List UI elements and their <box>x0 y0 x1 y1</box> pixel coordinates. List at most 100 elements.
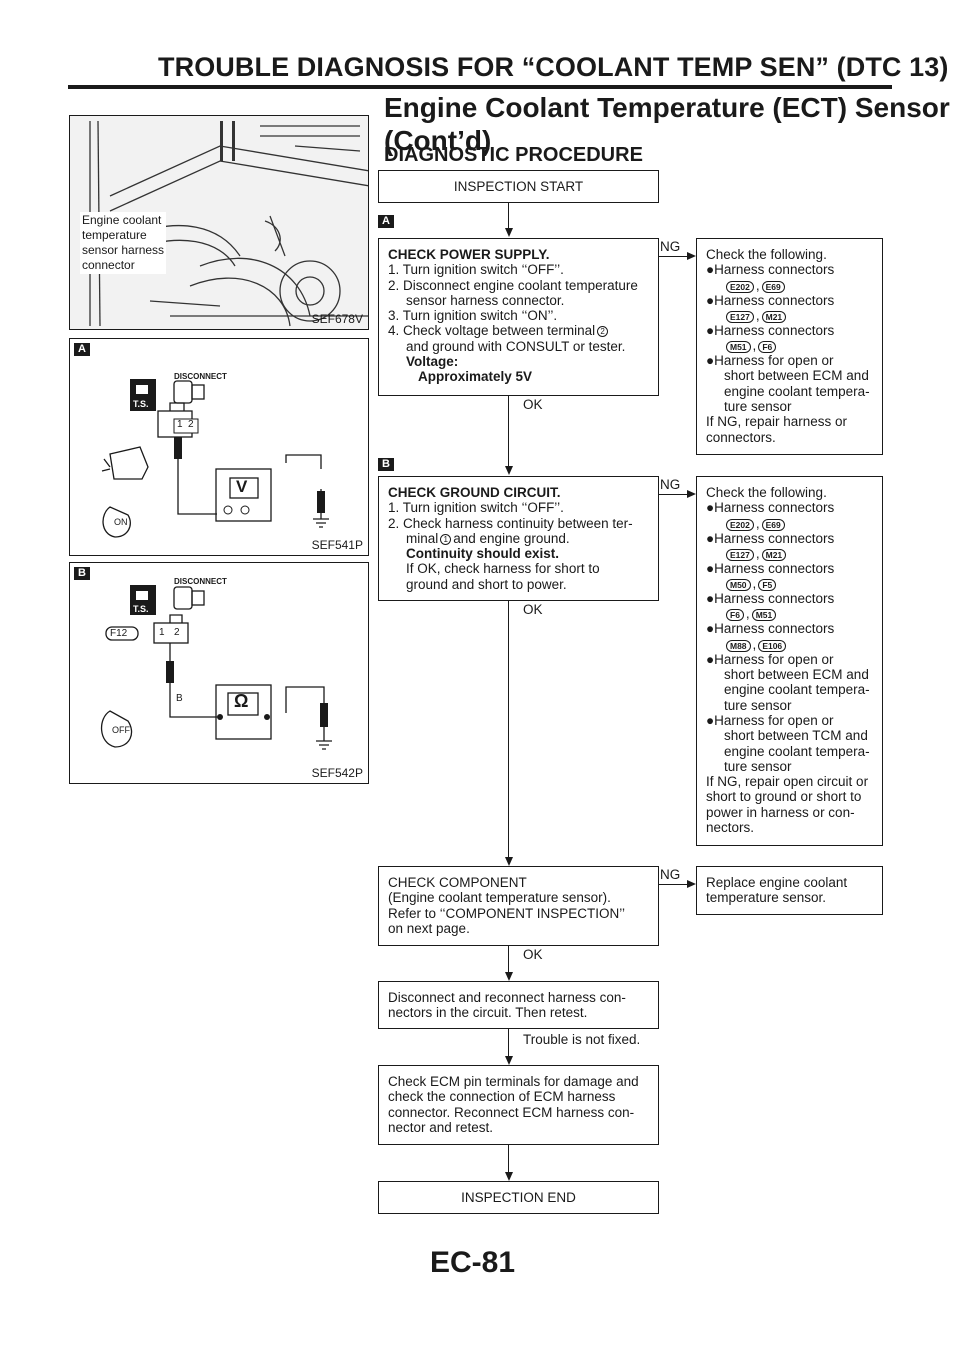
figure-continuity-check: B DISCONNECT T.S. F12 1 2 B Ω OFF SEF542… <box>69 562 369 784</box>
connector-tag: E202 <box>726 280 754 293</box>
connector-tag: M50 <box>726 579 751 592</box>
ok-label: OK <box>523 602 543 617</box>
connector-line <box>508 1145 510 1172</box>
step1-line4b: and ground with CONSULT or tester. <box>406 338 626 354</box>
disconnect-label: DISCONNECT <box>174 372 227 381</box>
ng-label: NG <box>660 867 681 882</box>
connector-tag: F6 <box>758 341 777 354</box>
arrow-down <box>505 1056 513 1065</box>
section-title-line1: Engine Coolant Temperature (ECT) Sensor <box>384 92 950 123</box>
step-check-component: CHECK COMPONENT (Engine coolant temperat… <box>378 866 659 946</box>
page-number: EC-81 <box>430 1246 516 1279</box>
step2-title: CHECK GROUND CIRCUIT. <box>388 485 561 500</box>
connector-line <box>659 494 687 496</box>
disconnect-label: DISCONNECT <box>174 577 227 586</box>
step2-line3: If OK, check harness for short to <box>406 561 600 577</box>
terminal-number: 1 <box>440 533 452 545</box>
connector-line <box>508 601 510 857</box>
ts-label: T.S. <box>133 399 149 409</box>
ok-label: OK <box>523 947 543 962</box>
connector-tag: M21 <box>761 548 787 561</box>
connector-tag: F6 <box>726 609 744 622</box>
arrow-down <box>505 228 513 237</box>
trouble-not-fixed-label: Trouble is not fixed. <box>523 1032 641 1047</box>
connector-tag: M51 <box>751 609 777 622</box>
figure-voltage-check: A DISCONNECT T.S. 1 2 V ON SEF541P <box>69 338 369 556</box>
arrow-right <box>687 880 696 888</box>
pin-2-label: 2 <box>174 627 180 638</box>
voltage-check-diagram <box>101 379 329 538</box>
ng-label: NG <box>660 239 681 254</box>
connector-tag: F5 <box>758 579 777 592</box>
connector-tag: E69 <box>761 280 785 293</box>
step1-line1: 1. Turn ignition switch ‘‘OFF’’. <box>388 262 564 278</box>
ng1-item-3: ●Harness connectors <box>706 322 835 338</box>
voltage-label: Voltage: <box>406 354 459 370</box>
connector-line <box>508 946 510 972</box>
arrow-right <box>687 252 696 260</box>
sensor-connector-callout: Engine coolant temperature sensor harnes… <box>80 212 167 274</box>
arrow-down <box>505 857 513 866</box>
step-check-power-supply: CHECK POWER SUPPLY. 1. Turn ignition swi… <box>378 238 659 396</box>
section-title: Engine Coolant Temperature (ECT) Sensor … <box>384 91 950 157</box>
inspection-start-box: INSPECTION START <box>378 170 659 203</box>
continuity-requirement: Continuity should exist. <box>406 546 560 562</box>
connector-f12-label: F12 <box>110 628 128 639</box>
ignition-key-off-label: OFF <box>112 725 130 735</box>
connector-line <box>508 396 510 466</box>
ng-check-following-2: Check the following. ●Harness connectors… <box>696 476 883 846</box>
header-rule <box>68 85 892 89</box>
arrow-down <box>505 1172 513 1181</box>
ng1-extra-2: short between ECM and <box>724 368 869 384</box>
ng1-head: Check the following. <box>706 247 827 262</box>
ng-replace-sensor: Replace engine coolant temperature senso… <box>696 866 883 915</box>
step1-line2: 2. Disconnect engine coolant temperature <box>388 277 638 293</box>
pin-2-label: 2 <box>188 419 194 430</box>
connector-line <box>659 256 687 258</box>
voltmeter-label: V <box>236 477 248 496</box>
arrow-down <box>505 972 513 981</box>
connector-tag: M88 <box>726 639 751 652</box>
figure-badge-b: B <box>74 567 90 580</box>
step1-line2b: sensor harness connector. <box>406 292 565 308</box>
ng1-extra-1: ●Harness for open or <box>706 353 834 369</box>
wire-color-label: B <box>176 693 183 704</box>
connector-tag: E202 <box>726 518 754 531</box>
figure-code: SEF542P <box>311 766 363 780</box>
connector-line <box>508 203 510 228</box>
connector-line <box>508 1029 510 1056</box>
ng-check-following-1: Check the following. ●Harness connectors… <box>696 238 883 455</box>
step-reconnect-harness: Disconnect and reconnect harness con- ne… <box>378 981 659 1029</box>
step1-line3: 3. Turn ignition switch ‘‘ON’’. <box>388 308 558 324</box>
figure-sensor-location: Engine coolant temperature sensor harnes… <box>69 115 369 330</box>
pin-1-label: 1 <box>177 419 183 430</box>
procedure-title: DIAGNOSTIC PROCEDURE <box>384 144 643 166</box>
header-title: TROUBLE DIAGNOSIS FOR “COOLANT TEMP SEN”… <box>158 52 949 82</box>
connector-tag: M51 <box>726 341 751 354</box>
arrow-down <box>505 466 513 475</box>
section-title-line2: (Cont’d) <box>384 125 492 156</box>
ts-label: T.S. <box>133 604 149 614</box>
step1-title: CHECK POWER SUPPLY. <box>388 247 550 262</box>
pin-1-label: 1 <box>159 627 165 638</box>
connector-line <box>659 884 687 886</box>
connector-tag: M21 <box>761 310 787 323</box>
step-badge-b: B <box>378 458 394 471</box>
step-check-ecm-terminals: Check ECM pin terminals for damage and c… <box>378 1065 659 1145</box>
figure-code: SEF678V <box>311 312 363 326</box>
ng-label: NG <box>660 477 681 492</box>
ng1-tail-1: If NG, repair harness or <box>706 414 848 430</box>
ok-label: OK <box>523 397 543 412</box>
ignition-key-on-label: ON <box>114 517 128 527</box>
connector-tag: E127 <box>726 310 754 323</box>
figure-badge-a: A <box>74 343 90 356</box>
connector-tag: E106 <box>758 639 787 652</box>
inspection-end-box: INSPECTION END <box>378 1181 659 1214</box>
step-check-ground-circuit: CHECK GROUND CIRCUIT. 1. Turn ignition s… <box>378 476 659 601</box>
voltage-value: Approximately 5V <box>418 369 533 385</box>
step2-line2: 2. Check harness continuity between ter- <box>388 515 633 531</box>
ng1-item-1: ●Harness connectors <box>706 262 835 278</box>
ng2-head: Check the following. <box>706 485 827 500</box>
terminal-number: 2 <box>597 326 609 338</box>
